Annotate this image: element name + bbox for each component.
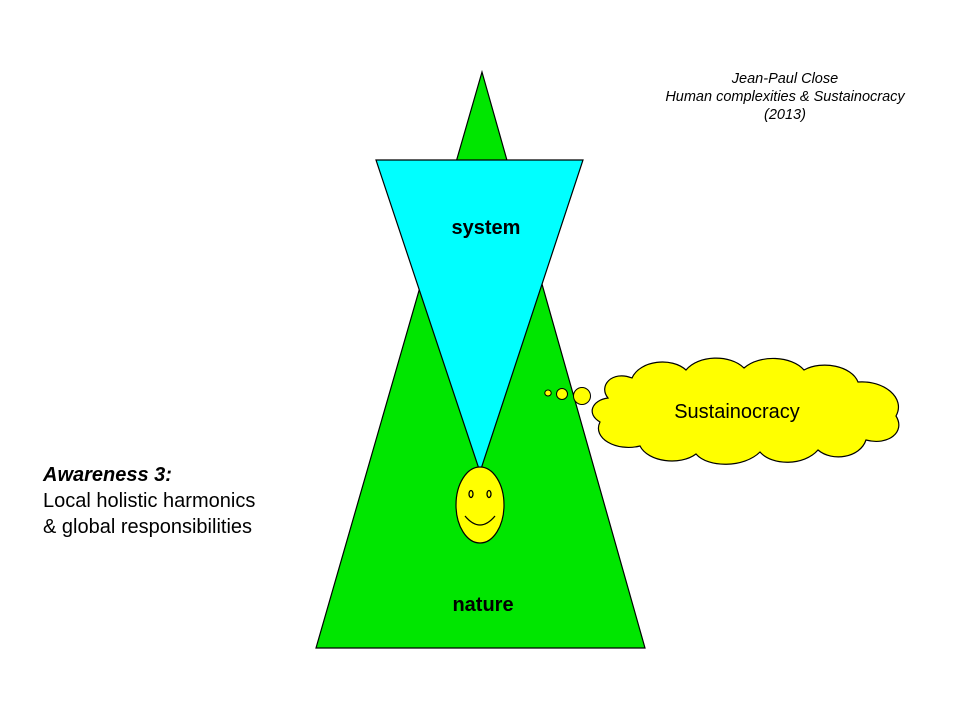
awareness-caption: Awareness 3: Local holistic harmonics & …: [43, 462, 255, 540]
system-label: system: [452, 217, 521, 239]
credit-work: Human complexities & Sustainocracy: [665, 89, 905, 105]
credit-year: (2013): [764, 107, 806, 123]
awareness-line-1: Local holistic harmonics: [43, 490, 256, 512]
credit-author: Jean-Paul Close: [731, 71, 839, 87]
nature-label: nature: [452, 594, 513, 616]
awareness-heading: Awareness 3:: [43, 464, 172, 486]
smiley-face-icon: [455, 466, 505, 544]
thought-bubble-trail: [544, 387, 591, 405]
system-triangle: [375, 159, 584, 474]
thought-cloud-label: Sustainocracy: [674, 401, 800, 423]
thought-cloud-icon: [591, 357, 900, 465]
awareness-line-2: & global responsibilities: [43, 516, 253, 538]
credit-block: Jean-Paul Close Human complexities & Sus…: [640, 70, 930, 124]
